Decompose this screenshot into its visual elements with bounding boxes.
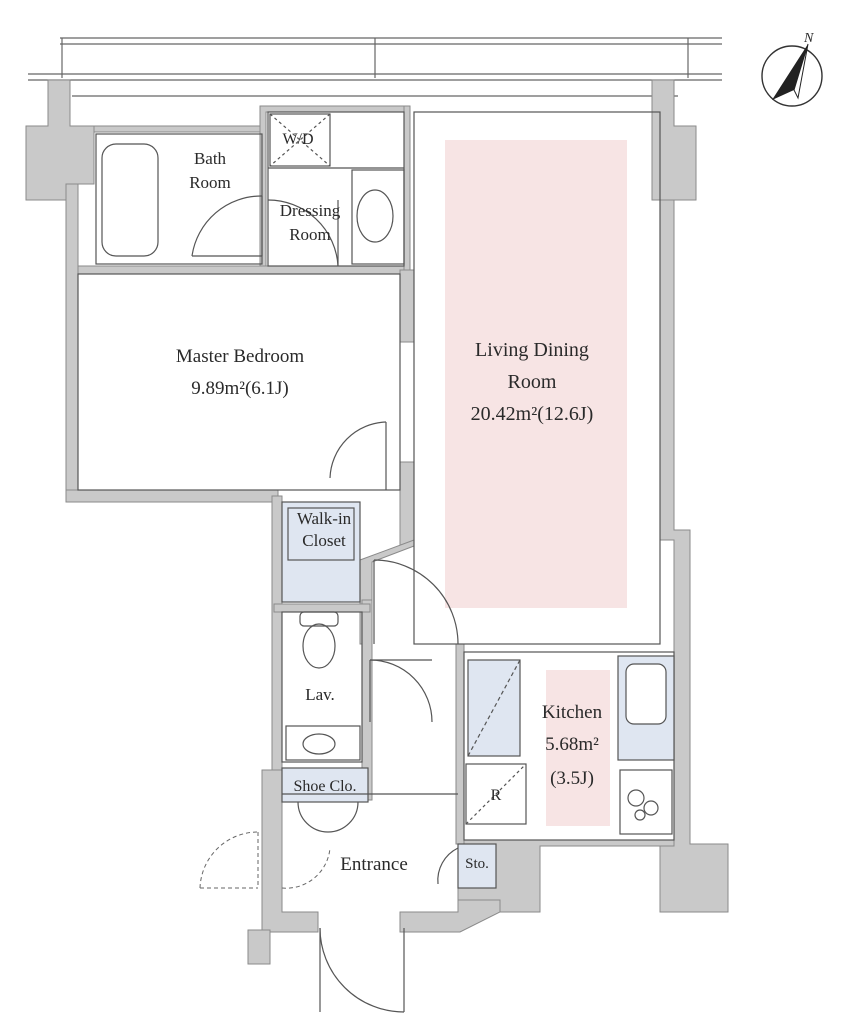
kitchen-label: Kitchen (542, 702, 603, 723)
entrance-label: Entrance (340, 854, 408, 875)
fridge-label: R (491, 787, 502, 804)
kitchen-tatami: (3.5J) (550, 768, 594, 789)
balcony (28, 37, 722, 97)
interior-lines (77, 111, 675, 889)
living-room-highlight (445, 140, 627, 608)
exterior-door (199, 831, 331, 889)
lav-label: Lav. (305, 685, 335, 704)
storage-label: Sto. (465, 856, 489, 872)
living-room-label-line1: Living Dining (475, 339, 589, 361)
compass-label: N (803, 31, 814, 46)
wd-label: W/D (282, 131, 313, 148)
living-room-area: 20.42m²(12.6J) (471, 403, 594, 425)
walk-in-closet-label-line2: Closet (302, 531, 346, 550)
north-arrow-icon (761, 43, 823, 107)
bath-room-label-line2: Room (189, 173, 231, 192)
kitchen-area: 5.68m² (545, 734, 599, 755)
dressing-room-label-line1: Dressing (280, 201, 341, 220)
shoe-closet-label: Shoe Clo. (293, 778, 356, 795)
walk-in-closet-label-line1: Walk-in (297, 509, 352, 528)
kitchen-highlight (546, 670, 610, 826)
master-bedroom-label: Master Bedroom (176, 346, 304, 367)
master-bedroom-area: 9.89m²(6.1J) (191, 378, 289, 399)
living-room-label-line2: Room (508, 371, 557, 393)
doors (191, 195, 459, 1013)
bath-room-label-line1: Bath (194, 149, 227, 168)
dressing-room-label-line2: Room (289, 225, 331, 244)
